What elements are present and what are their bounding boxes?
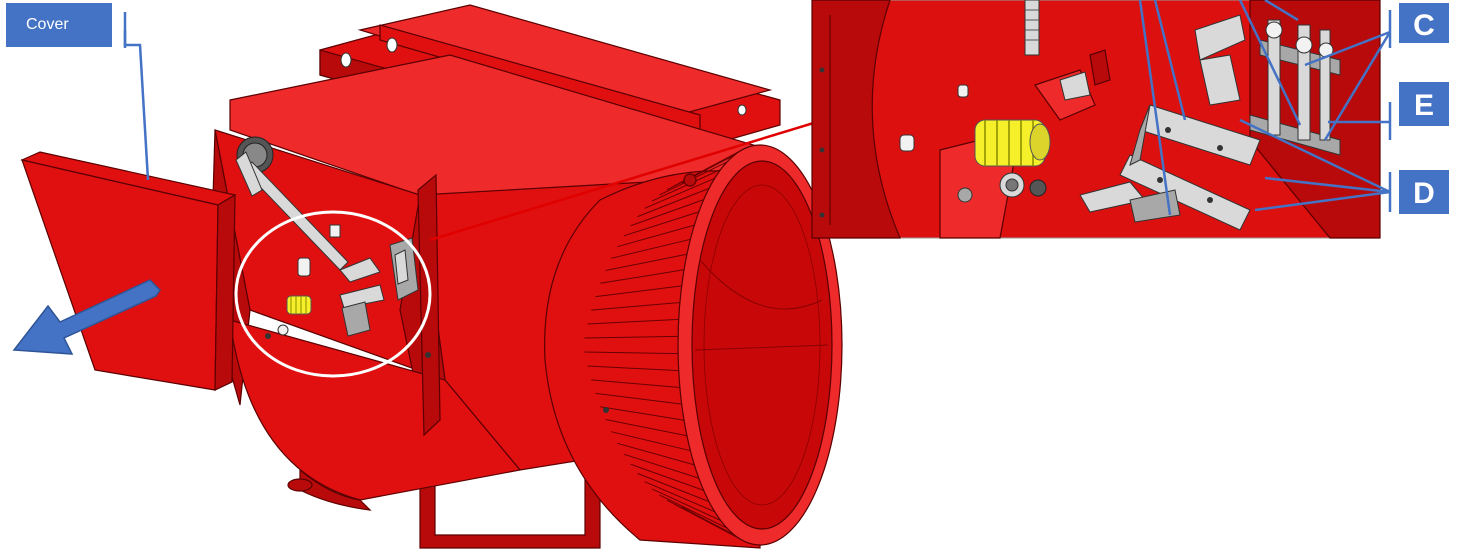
label-brackets [123, 10, 1392, 212]
label-d-text: D [1413, 177, 1435, 210]
inlet-rib [591, 302, 680, 311]
inlet-rib [591, 379, 680, 388]
inlet-rib [600, 406, 685, 421]
inlet-rib [617, 442, 695, 466]
inlet-rib [605, 419, 687, 437]
inlet-rib [637, 187, 710, 218]
label-cover: Cover [6, 3, 112, 47]
damper-mechanism [235, 136, 697, 358]
inlet-rib [605, 253, 687, 271]
label-d: D [1399, 170, 1449, 214]
zoom-connector-line [429, 116, 831, 242]
inlet-ribs [584, 147, 748, 543]
spring [974, 119, 1051, 167]
inlet-rib [644, 481, 715, 513]
detail-highlight-circle [234, 210, 432, 378]
inlet-rib [623, 453, 699, 479]
inlet-rib [617, 224, 695, 248]
inlet-rib [584, 335, 679, 339]
label-c-text: C [1413, 9, 1435, 42]
inlet-rib [651, 488, 721, 521]
inlet-rib [644, 177, 715, 209]
inlet-rib [595, 285, 682, 298]
detail-inset [811, 0, 1381, 239]
label-e: E [1399, 82, 1449, 126]
label-cover-text: Cover [26, 16, 69, 33]
inlet-rib [584, 351, 679, 355]
spring [286, 295, 312, 315]
arrow-down-left-icon [12, 279, 161, 355]
removed-cover-panel [20, 151, 237, 391]
inlet-rib [611, 238, 691, 259]
inlet-rib [587, 365, 679, 372]
label-c: C [1399, 3, 1449, 43]
inlet-rib [630, 463, 704, 491]
inlet-rib [623, 211, 699, 237]
inlet-rib [630, 199, 704, 227]
inlet-rib [659, 494, 728, 529]
inlet-cylinder [544, 144, 843, 549]
inlet-rib [600, 269, 685, 284]
inlet-rib [666, 499, 734, 535]
inlet-rib [611, 431, 691, 452]
inlet-rib [595, 392, 682, 405]
label-e-text: E [1414, 89, 1434, 122]
inlet-rib [587, 318, 679, 325]
inset-leader-lines [1138, 0, 1392, 216]
inlet-rib [637, 472, 710, 503]
